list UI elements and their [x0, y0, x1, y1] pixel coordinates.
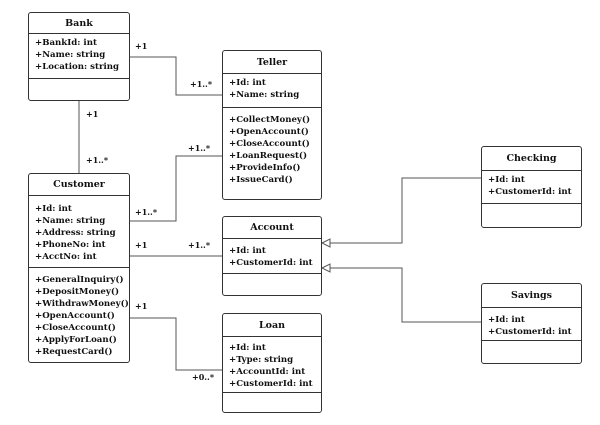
attribute: +Address: string [35, 228, 116, 238]
method: +DepositMoney() [35, 287, 120, 297]
savings-attributes: +Id: int +CustomerId: int [482, 308, 581, 341]
checking-generalization-arrowhead [320, 238, 331, 248]
attribute: +CustomerId: int [488, 327, 572, 337]
method: +ProvideInfo() [229, 163, 301, 173]
attribute: +Type: string [229, 355, 294, 365]
attribute: +Id: int [229, 246, 266, 256]
attribute: +CustomerId: int [488, 187, 572, 197]
method: +ApplyForLoan() [35, 335, 117, 345]
attribute: +PhoneNo: int [35, 240, 106, 250]
attribute: +CustomerId: int [229, 379, 313, 389]
multiplicity-label: +1..* [86, 155, 109, 165]
customer-attributes: +Id: int +Name: string +Address: string … [29, 196, 129, 268]
teller-class-name: Teller [223, 51, 321, 74]
attribute: +BankId: int [35, 38, 97, 48]
method: +OpenAccount() [35, 311, 115, 321]
account-attributes: +Id: int +CustomerId: int [223, 239, 321, 274]
method: +RequestCard() [35, 347, 113, 357]
bank-teller-association [130, 56, 222, 96]
attribute: +CustomerId: int [229, 258, 313, 268]
attribute: +AcctNo: int [35, 252, 97, 262]
savings-generalization-arrowhead [320, 263, 331, 273]
savings-class: Savings +Id: int +CustomerId: int [481, 283, 582, 364]
method: +CloseAccount() [229, 139, 310, 149]
attribute: +Id: int [488, 315, 525, 325]
teller-methods: +CollectMoney() +OpenAccount() +CloseAcc… [223, 108, 321, 199]
account-class-name: Account [223, 217, 321, 239]
attribute: +Name: string [229, 90, 300, 100]
attribute: +Id: int [488, 175, 525, 185]
loan-attributes: +Id: int +Type: string +AccountId: int +… [223, 337, 321, 393]
bank-class: Bank +BankId: int +Name: string +Locatio… [28, 12, 130, 101]
attribute: +AccountId: int [229, 367, 306, 377]
method: +CollectMoney() [229, 115, 311, 125]
customer-methods: +GeneralInquiry() +DepositMoney() +Withd… [29, 268, 129, 362]
multiplicity-label: +1 [135, 301, 148, 311]
attribute: +Id: int [229, 78, 266, 88]
multiplicity-label: +1..* [188, 143, 211, 153]
teller-attributes: +Id: int +Name: string [223, 74, 321, 108]
multiplicity-label: +1 [135, 41, 148, 51]
account-class: Account +Id: int +CustomerId: int [222, 216, 322, 296]
bank-methods [29, 79, 129, 100]
customer-class-name: Customer [29, 174, 129, 196]
multiplicity-label: +1..* [135, 207, 158, 217]
checking-methods [482, 204, 581, 227]
customer-loan-association [130, 317, 222, 371]
method: +OpenAccount() [229, 127, 309, 137]
savings-account-generalization [330, 267, 481, 323]
account-methods [223, 274, 321, 295]
teller-customer-association [130, 155, 222, 222]
attribute: +Id: int [35, 204, 72, 214]
teller-class: Teller +Id: int +Name: string +CollectMo… [222, 50, 322, 200]
method: +WithdrawMoney() [35, 299, 129, 309]
checking-attributes: +Id: int +CustomerId: int [482, 171, 581, 204]
multiplicity-label: +1 [86, 109, 99, 119]
loan-methods [223, 393, 321, 412]
method: +IssueCard() [229, 175, 293, 185]
loan-class: Loan +Id: int +Type: string +AccountId: … [222, 313, 322, 413]
attribute: +Location: string [35, 62, 120, 72]
savings-class-name: Savings [482, 284, 581, 308]
savings-methods [482, 341, 581, 363]
method: +LoanRequest() [229, 151, 308, 161]
loan-class-name: Loan [223, 314, 321, 337]
attribute: +Name: string [35, 216, 106, 226]
attribute: +Name: string [35, 50, 106, 60]
multiplicity-label: +0..* [192, 372, 215, 382]
multiplicity-label: +1..* [190, 79, 213, 89]
attribute: +Id: int [229, 343, 266, 353]
multiplicity-label: +1..* [188, 240, 211, 250]
method: +CloseAccount() [35, 323, 116, 333]
bank-class-name: Bank [29, 13, 129, 34]
checking-account-generalization [330, 177, 481, 244]
method: +GeneralInquiry() [35, 275, 124, 285]
checking-class: Checking +Id: int +CustomerId: int [481, 146, 582, 228]
multiplicity-label: +1 [135, 240, 148, 250]
bank-attributes: +BankId: int +Name: string +Location: st… [29, 34, 129, 79]
customer-class: Customer +Id: int +Name: string +Address… [28, 173, 130, 363]
checking-class-name: Checking [482, 147, 581, 171]
